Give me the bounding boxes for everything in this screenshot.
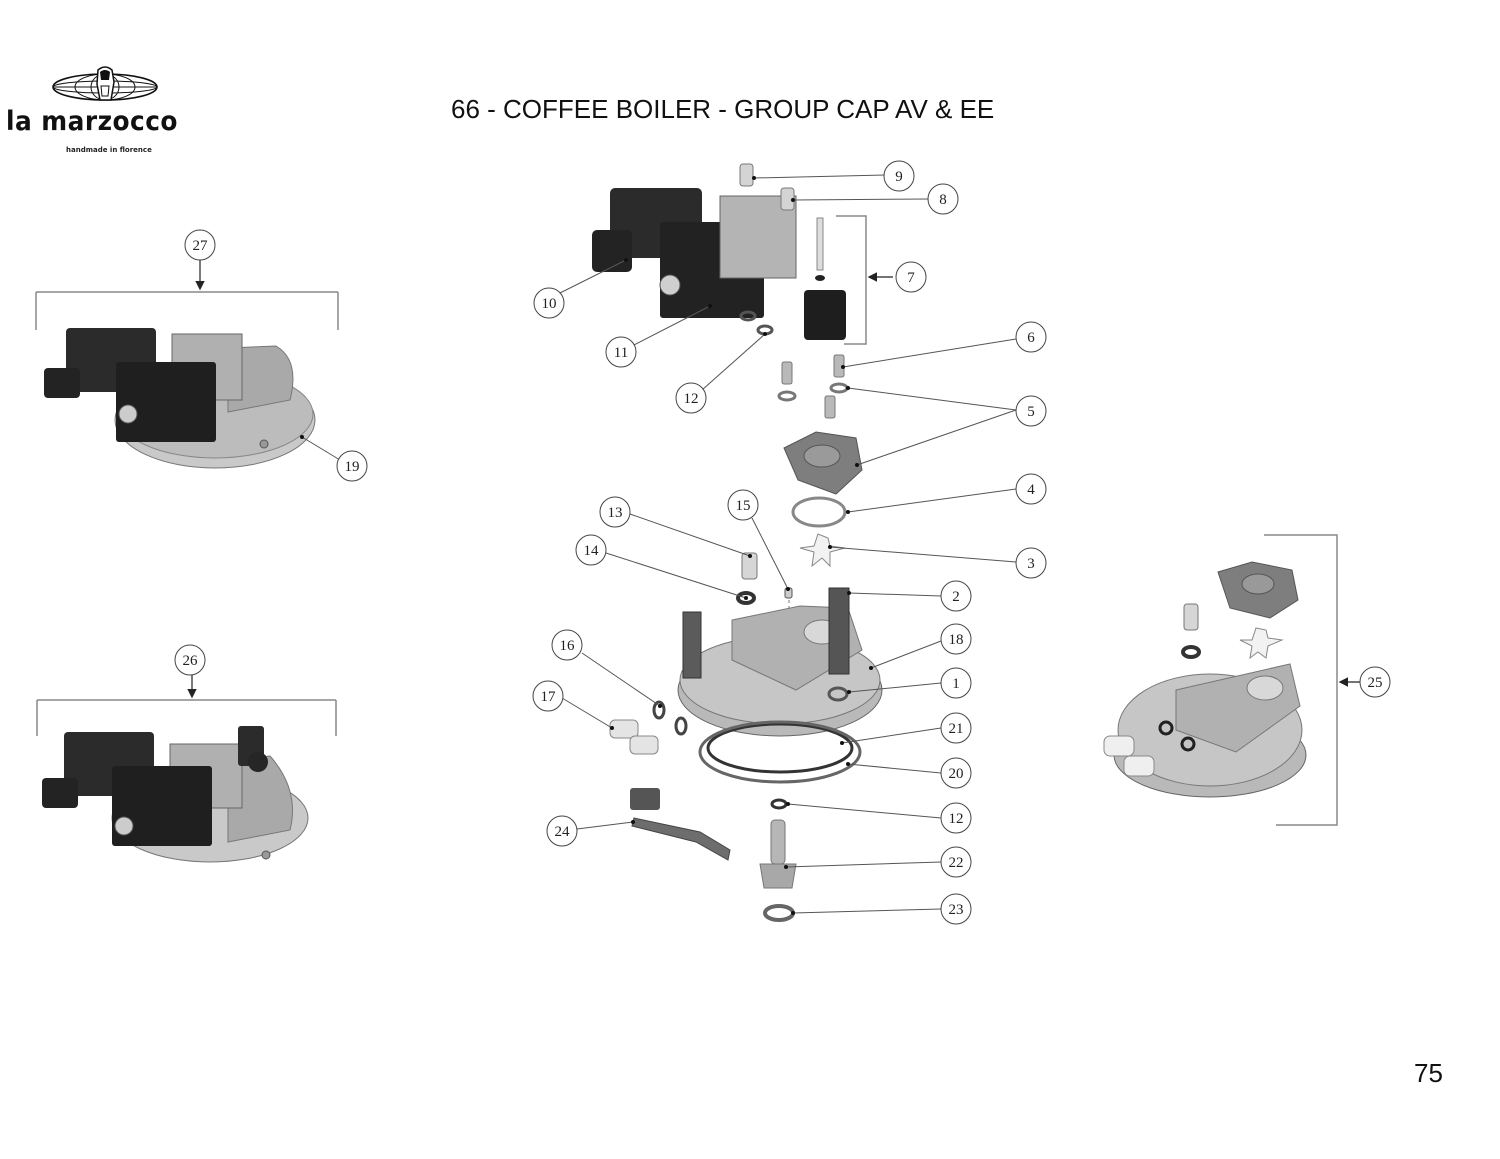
leader-lines	[559, 174, 1017, 914]
callout-label: 12	[684, 391, 699, 407]
callout-7[interactable]: 7	[895, 261, 927, 293]
assembly-25-drawing	[1103, 534, 1360, 826]
page-title: 66 - COFFEE BOILER - GROUP CAP AV & EE	[451, 94, 995, 124]
assembly-27-drawing	[35, 257, 341, 469]
callout-25[interactable]: 25	[1359, 666, 1391, 698]
callout-label: 9	[895, 169, 903, 185]
callout-label: 13	[608, 505, 623, 521]
callout-label: 27	[193, 238, 209, 254]
brand-name: la marzocco	[6, 106, 178, 137]
callout-12-bottom[interactable]: 12	[940, 802, 972, 834]
callout-label: 25	[1368, 675, 1383, 691]
callout-26[interactable]: 26	[174, 644, 206, 676]
callout-label: 14	[584, 543, 600, 559]
callout-18[interactable]: 18	[940, 623, 972, 655]
callout-23[interactable]: 23	[940, 893, 972, 925]
callout-21[interactable]: 21	[940, 712, 972, 744]
callout-5[interactable]: 5	[1015, 395, 1047, 427]
callout-label: 2	[952, 589, 960, 605]
callout-15[interactable]: 15	[727, 489, 759, 521]
callout-label: 24	[555, 824, 571, 840]
callout-label: 22	[949, 855, 964, 871]
callout-8[interactable]: 8	[927, 183, 959, 215]
callout-label: 16	[560, 638, 576, 654]
callout-1[interactable]: 1	[940, 667, 972, 699]
callout-14[interactable]: 14	[575, 534, 607, 566]
callout-2[interactable]: 2	[940, 580, 972, 612]
callout-label: 17	[541, 689, 557, 705]
callout-22[interactable]: 22	[940, 846, 972, 878]
callout-16[interactable]: 16	[551, 629, 583, 661]
callout-label: 10	[542, 296, 557, 312]
page-number: 75	[1414, 1058, 1443, 1088]
callout-9[interactable]: 9	[883, 160, 915, 192]
callout-label: 4	[1027, 482, 1035, 498]
leader-dots	[610, 176, 873, 915]
callout-label: 15	[736, 498, 751, 514]
callout-6[interactable]: 6	[1015, 321, 1047, 353]
callout-label: 26	[183, 653, 199, 669]
callout-label: 19	[345, 459, 360, 475]
callout-label: 3	[1027, 556, 1035, 572]
callout-label: 5	[1027, 404, 1035, 420]
globe-lion-emblem-icon	[52, 66, 158, 101]
callout-12-top[interactable]: 12	[675, 382, 707, 414]
assembly-26-drawing	[36, 673, 337, 863]
callout-label: 7	[907, 270, 915, 286]
callout-label: 8	[939, 192, 947, 208]
callout-label: 12	[949, 811, 964, 827]
la-marzocco-logo	[10, 62, 210, 162]
callout-label: 20	[949, 766, 964, 782]
callout-label: 1	[952, 676, 960, 692]
callout-3[interactable]: 3	[1015, 547, 1047, 579]
callout-label: 21	[949, 721, 964, 737]
callout-20[interactable]: 20	[940, 757, 972, 789]
brand-tagline: handmade in florence	[66, 146, 152, 154]
callout-24[interactable]: 24	[546, 815, 578, 847]
callout-label: 23	[949, 902, 964, 918]
callout-label: 11	[614, 345, 628, 361]
callout-4[interactable]: 4	[1015, 473, 1047, 505]
callout-label: 6	[1027, 330, 1035, 346]
callout-17[interactable]: 17	[532, 680, 564, 712]
callout-27[interactable]: 27	[184, 229, 216, 261]
callout-19[interactable]: 19	[336, 450, 368, 482]
callout-13[interactable]: 13	[599, 496, 631, 528]
callout-10[interactable]: 10	[533, 287, 565, 319]
callout-label: 18	[949, 632, 964, 648]
main-assembly-drawing	[592, 163, 883, 922]
callout-11[interactable]: 11	[605, 336, 637, 368]
